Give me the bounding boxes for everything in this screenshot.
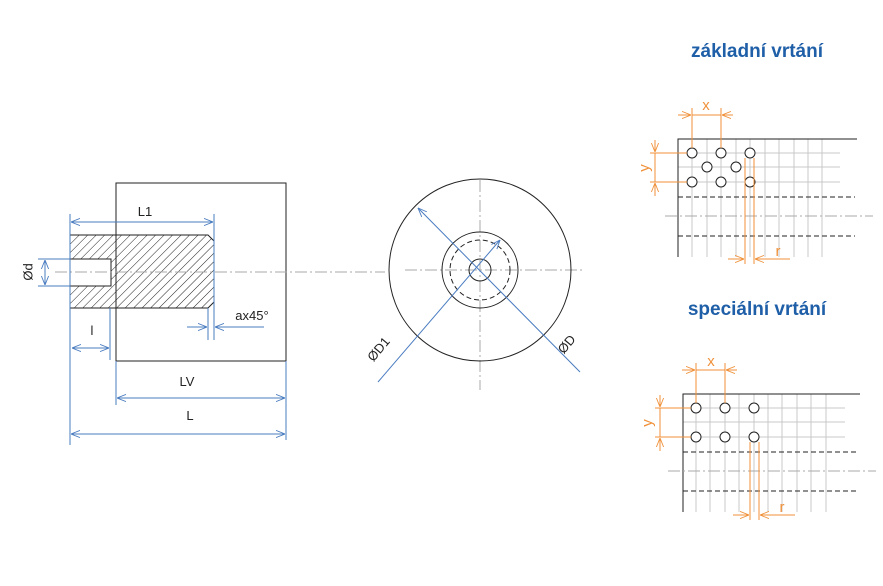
- label-d: Ød: [20, 263, 35, 280]
- special-drilling-pattern: speciální vrtání x y: [639, 299, 876, 520]
- label-LV: LV: [180, 374, 195, 389]
- special-dimensions: [655, 363, 795, 520]
- basic-drilling-title: základní vrtání: [691, 41, 824, 62]
- dimension-D1: [377, 240, 500, 383]
- label-chamfer: ax45°: [235, 308, 268, 323]
- label-r: r: [776, 243, 781, 260]
- grid: [683, 394, 845, 512]
- holes: [690, 402, 760, 443]
- special-drilling-title: speciální vrtání: [688, 299, 827, 320]
- label-D1: ØD1: [364, 334, 393, 364]
- label-l: l: [91, 323, 94, 338]
- label-L1: L1: [138, 204, 152, 219]
- side-view: L1 Ød l ax45° LV L: [20, 182, 385, 445]
- holes: [686, 147, 756, 188]
- front-view: ØD1 ØD: [364, 178, 585, 390]
- label-x: x: [702, 97, 710, 114]
- grid: [678, 139, 840, 257]
- frame: [677, 138, 857, 257]
- outer-circle: [388, 178, 572, 362]
- extension-lines: [38, 214, 287, 445]
- frame: [682, 393, 860, 512]
- bushing-circle: [441, 231, 519, 309]
- label-y: y: [639, 419, 656, 427]
- bore-circle: [468, 258, 492, 282]
- label-D: ØD: [555, 332, 579, 357]
- basic-dimensions: [650, 108, 790, 264]
- dimension-D: [418, 208, 581, 373]
- label-y: y: [636, 164, 653, 172]
- label-L: L: [186, 408, 193, 423]
- label-r: r: [780, 499, 785, 516]
- label-x: x: [707, 353, 715, 370]
- hidden-circle: [449, 239, 511, 301]
- basic-drilling-pattern: základní vrtání x: [636, 41, 873, 264]
